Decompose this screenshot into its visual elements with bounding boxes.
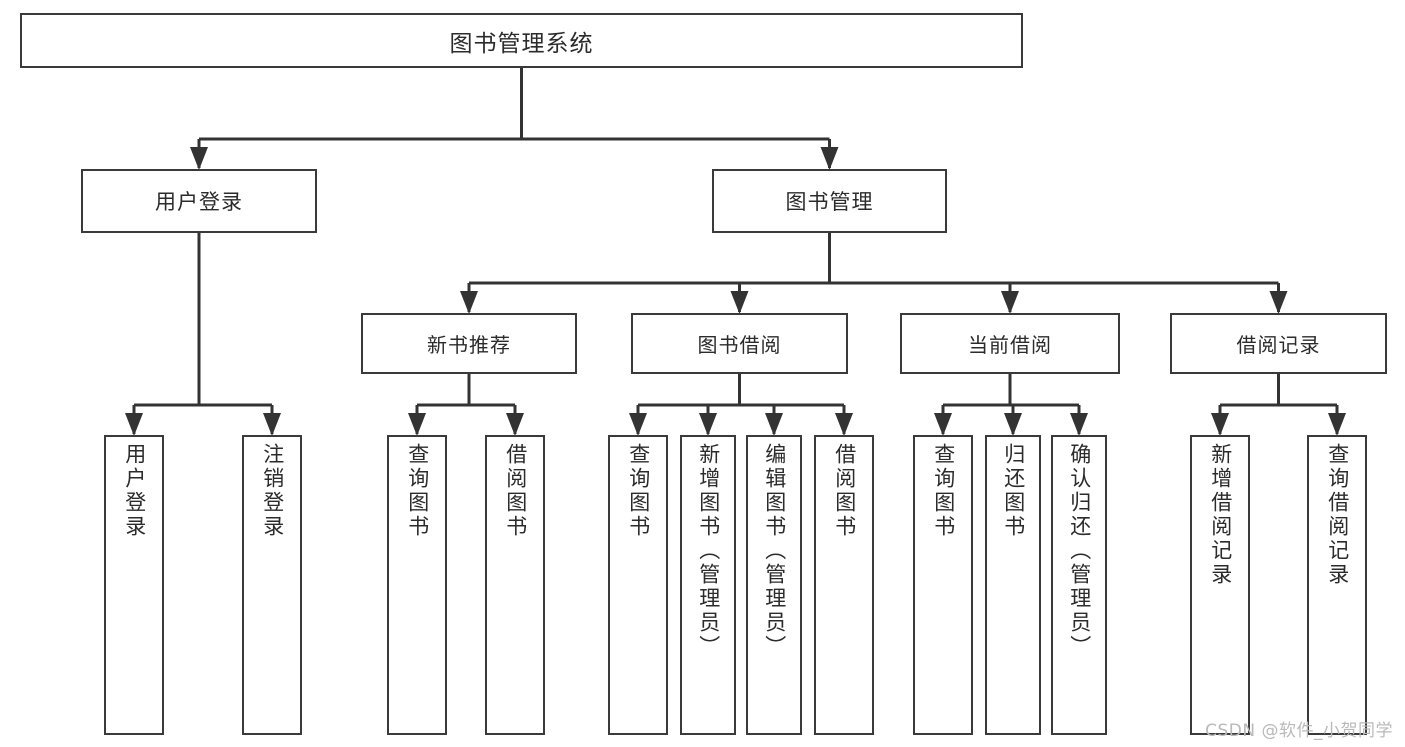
node-label: 当前借阅 [968,333,1052,357]
node-label: 新增图书（管理员） [696,443,721,659]
node-label: 确认归还（管理员） [1067,443,1092,659]
node-root[interactable]: 图书管理系统 [20,13,1023,68]
node-leaf-query-book-3[interactable]: 查询图书 [913,435,973,735]
node-label: 归还图书 [1001,443,1026,539]
node-label: 图书借阅 [697,333,782,357]
node-label: 查询图书 [405,443,430,539]
node-label: 编辑图书（管理员） [762,443,787,659]
node-label: 查询图书 [931,443,956,539]
node-label: 查询图书 [626,443,651,539]
node-new-book-recommend[interactable]: 新书推荐 [361,313,577,374]
node-label: 图书管理系统 [449,30,594,57]
node-leaf-add-record[interactable]: 新增借阅记录 [1190,435,1250,735]
node-leaf-confirm-return[interactable]: 确认归还（管理员） [1051,435,1107,735]
node-leaf-borrow-book-2[interactable]: 借阅图书 [814,435,874,735]
node-user-login[interactable]: 用户登录 [81,169,317,233]
node-leaf-user-login[interactable]: 用户登录 [104,435,164,735]
watermark-text: CSDN @软件_小贺同学 [1205,721,1393,741]
node-leaf-borrow-book-1[interactable]: 借阅图书 [485,435,545,735]
node-leaf-query-record[interactable]: 查询借阅记录 [1307,435,1367,735]
node-leaf-return-book[interactable]: 归还图书 [985,435,1041,735]
node-leaf-query-book-1[interactable]: 查询图书 [387,435,447,735]
node-current-borrow[interactable]: 当前借阅 [900,313,1120,374]
node-label: 查询借阅记录 [1325,443,1350,587]
node-book-management[interactable]: 图书管理 [712,169,947,233]
node-leaf-add-book[interactable]: 新增图书（管理员） [680,435,736,735]
node-label: 注销登录 [260,443,285,539]
node-label: 借阅图书 [832,443,857,539]
node-label: 借阅图书 [503,443,528,539]
node-label: 用户登录 [122,443,147,539]
node-leaf-logout[interactable]: 注销登录 [242,435,302,735]
node-borrow-record[interactable]: 借阅记录 [1170,313,1387,374]
node-book-borrow[interactable]: 图书借阅 [631,313,848,374]
node-label: 新增借阅记录 [1208,443,1233,587]
node-label: 用户登录 [155,190,243,214]
node-leaf-query-book-2[interactable]: 查询图书 [608,435,668,735]
node-label: 图书管理 [785,190,874,214]
node-label: 借阅记录 [1236,333,1321,357]
node-label: 新书推荐 [427,333,511,357]
node-leaf-edit-book[interactable]: 编辑图书（管理员） [746,435,802,735]
